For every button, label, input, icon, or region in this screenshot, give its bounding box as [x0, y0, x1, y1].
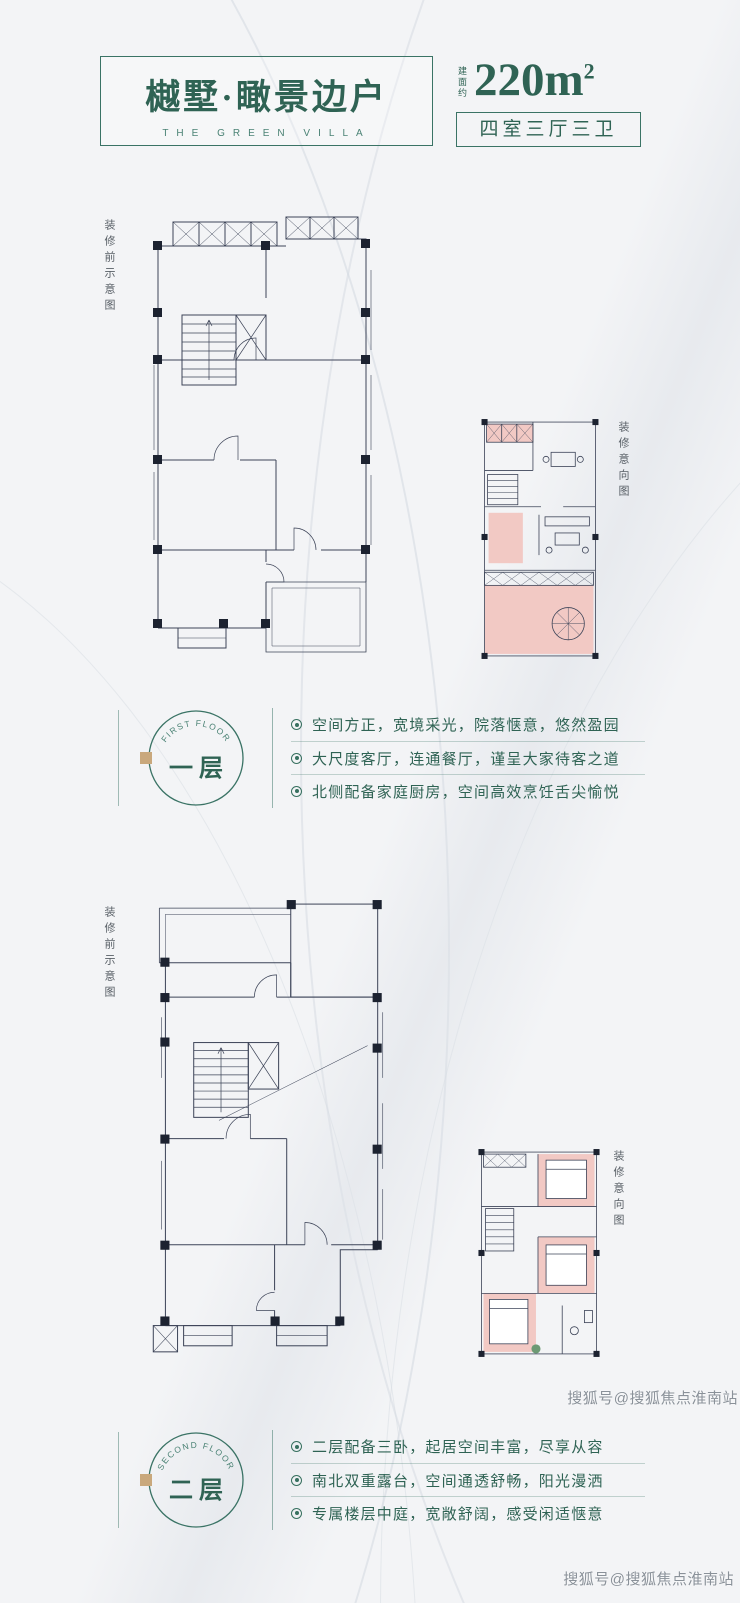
floor1-plan-walls — [153, 216, 372, 653]
feature-divider — [272, 1430, 273, 1530]
floor2-intent-walls — [481, 1151, 597, 1355]
badge-accent-square — [140, 752, 152, 764]
bullet-dot-icon — [291, 1507, 302, 1519]
floor2-badge: SECOND FLOOR 二层 — [146, 1430, 246, 1530]
floor1-draft-label: 装修前示意图 — [103, 219, 115, 315]
floor2-intent-drawing — [478, 1149, 600, 1357]
structural-columns — [481, 419, 599, 659]
feature-divider — [272, 708, 273, 808]
floor1-badge: FIRST FLOOR 一层 — [146, 708, 246, 808]
floor1-badge-zh: 一层 — [169, 756, 229, 782]
floor2-draft-label: 装修前示意图 — [103, 906, 115, 1002]
stairs-icon — [487, 474, 519, 506]
floor1-badge-en: FIRST FLOOR — [159, 718, 231, 744]
badge-accent-square — [140, 1474, 152, 1486]
title-box: 樾墅·瞰景边户 THE GREEN VILLA — [100, 56, 433, 146]
bullet-dot-icon — [291, 1474, 302, 1486]
spiral-stair-icon — [551, 607, 585, 641]
elevator-icon — [247, 1042, 280, 1090]
floor2-badge-zh: 二层 — [169, 1478, 229, 1504]
sofa-icon — [538, 514, 590, 556]
area-superscript: 2 — [583, 58, 595, 84]
room-spec-box: 四室三厅三卫 — [456, 112, 641, 147]
bathroom-fixtures-icon — [569, 1310, 593, 1336]
floor2-badge-en: SECOND FLOOR — [155, 1440, 235, 1472]
bullet-dot-icon — [291, 719, 302, 730]
floor2-feature-list: 二层配备三卧，起居空间丰富，尽享从容 南北双重露台，空间通透舒畅，阳光漫洒 专属… — [273, 1430, 645, 1529]
bullet-dot-icon — [291, 785, 302, 797]
structural-columns — [160, 900, 382, 1326]
floor2-badge-circle: SECOND FLOOR 二层 — [148, 1432, 244, 1528]
page-title: 樾墅·瞰景边户 — [145, 78, 388, 117]
stairs-icon — [181, 314, 237, 386]
feature-row: 专属楼层中庭，宽敞舒阔，感受闲适惬意 — [291, 1496, 645, 1529]
structural-columns — [153, 239, 370, 628]
feature-row: 北侧配备家庭厨房，空间高效烹饪舌尖愉悦 — [291, 774, 645, 807]
feature-text: 空间方正，宽境采光，院落惬意，悠然盈园 — [312, 717, 620, 734]
terrace-outline — [265, 581, 367, 653]
structural-columns — [478, 1149, 600, 1357]
stairs-icon — [193, 1042, 249, 1118]
elevator-icon — [235, 314, 267, 361]
bed-icon — [545, 1244, 587, 1286]
floor1-plan-drawing — [153, 216, 372, 653]
feature-row: 大尺度客厅，连通餐厅，谨呈大家待客之道 — [291, 741, 645, 774]
watermark: 搜狐号@搜狐焦点淮南站 — [563, 1571, 734, 1588]
feature-row: 空间方正，宽境采光，院落惬意，悠然盈园 — [291, 708, 645, 741]
bullet-dot-icon — [291, 752, 302, 764]
floor1-badge-circle: FIRST FLOOR 一层 — [148, 710, 244, 806]
area-row: 建面约 220m2 — [456, 54, 595, 108]
feature-text: 南北双重露台，空间通透舒畅，阳光漫洒 — [312, 1472, 604, 1490]
floor2-intent-label: 装修意向图 — [612, 1150, 624, 1230]
floor2-plan-drawing — [152, 900, 384, 1353]
floor2-plan-walls — [152, 903, 384, 1353]
stairs-icon — [485, 1208, 515, 1252]
floor1-intent-walls — [484, 421, 596, 657]
feature-row: 二层配备三卧，起居空间丰富，尽享从容 — [291, 1430, 645, 1463]
watermark: 搜狐号@搜狐焦点淮南站 — [567, 1390, 738, 1407]
area-label: 建面约 — [457, 66, 467, 99]
area-value: 220m2 — [474, 54, 595, 106]
bed-icon — [545, 1159, 587, 1199]
svg-text:FIRST FLOOR: FIRST FLOOR — [159, 718, 233, 744]
plant-icon — [531, 1344, 541, 1354]
page-subtitle: THE GREEN VILLA — [162, 128, 371, 139]
floor1-intent-drawing — [481, 419, 599, 659]
dining-table-icon — [542, 451, 584, 467]
floor1-feature-list: 空间方正，宽境采光，院落惬意，悠然盈园 大尺度客厅，连通餐厅，谨呈大家待客之道 … — [273, 708, 645, 807]
feature-text: 大尺度客厅，连通餐厅，谨呈大家待客之道 — [312, 750, 620, 768]
floor2-feature-block: SECOND FLOOR 二层 二层配备三卧，起居空间丰富，尽享从容 南北双重露… — [100, 1424, 645, 1536]
svg-text:SECOND FLOOR: SECOND FLOOR — [155, 1440, 237, 1472]
feature-text: 专属楼层中庭，宽敞舒阔，感受闲适惬意 — [312, 1505, 604, 1523]
area-number: 220m — [474, 54, 584, 106]
floor1-feature-block: FIRST FLOOR 一层 空间方正，宽境采光，院落惬意，悠然盈园 大尺度客厅… — [100, 702, 645, 814]
bullet-dot-icon — [291, 1441, 302, 1452]
bed-icon — [489, 1299, 529, 1345]
feature-text: 北侧配备家庭厨房，空间高效烹饪舌尖愉悦 — [312, 783, 620, 801]
feature-text: 二层配备三卧，起居空间丰富，尽享从容 — [312, 1439, 604, 1456]
floor1-intent-label: 装修意向图 — [617, 421, 629, 501]
feature-row: 南北双重露台，空间通透舒畅，阳光漫洒 — [291, 1463, 645, 1496]
terrace-outline — [158, 907, 291, 963]
